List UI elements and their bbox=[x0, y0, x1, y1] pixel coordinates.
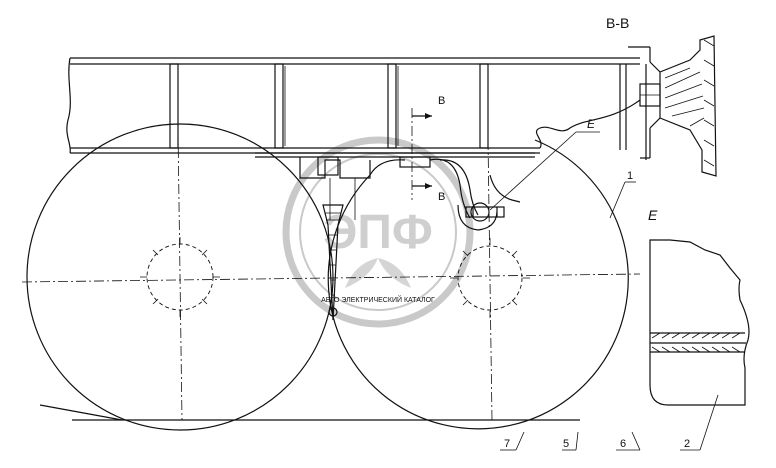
callout-1: 1 bbox=[609, 170, 636, 219]
right-wheel bbox=[327, 139, 629, 430]
section-mark-bottom: B bbox=[438, 191, 445, 203]
detail-view-e bbox=[649, 239, 750, 406]
watermark-logo-text: ЭПФ bbox=[323, 206, 433, 259]
suspension-assembly bbox=[255, 152, 535, 321]
callout-5: 5 bbox=[562, 431, 579, 451]
svg-text:7: 7 bbox=[504, 438, 510, 450]
svg-text:6: 6 bbox=[620, 438, 626, 450]
frame-beam bbox=[66, 57, 641, 154]
watermark-ring-text: АВТО ЭЛЕКТРИЧЕСКИЙ КАТАЛОГ bbox=[321, 295, 435, 304]
section-cut-line bbox=[411, 108, 432, 200]
svg-text:2: 2 bbox=[684, 438, 690, 450]
axle-centerline bbox=[21, 273, 641, 283]
detail-title: E bbox=[648, 207, 658, 223]
svg-text:5: 5 bbox=[563, 438, 569, 450]
callout-2: 2 bbox=[680, 394, 719, 451]
detail-callout: E bbox=[587, 117, 596, 131]
callout-7: 7 bbox=[500, 431, 525, 451]
section-mark-top: B bbox=[438, 95, 445, 107]
wheat-icon bbox=[345, 258, 411, 288]
watermark-logo: ЭПФ АВТО ЭЛЕКТРИЧЕСКИЙ КАТАЛОГ bbox=[282, 136, 474, 328]
left-wheel bbox=[26, 123, 334, 431]
svg-text:1: 1 bbox=[627, 170, 633, 182]
callout-6: 6 bbox=[616, 431, 641, 451]
section-title: B-B bbox=[606, 15, 629, 31]
section-view-bb bbox=[628, 35, 717, 177]
